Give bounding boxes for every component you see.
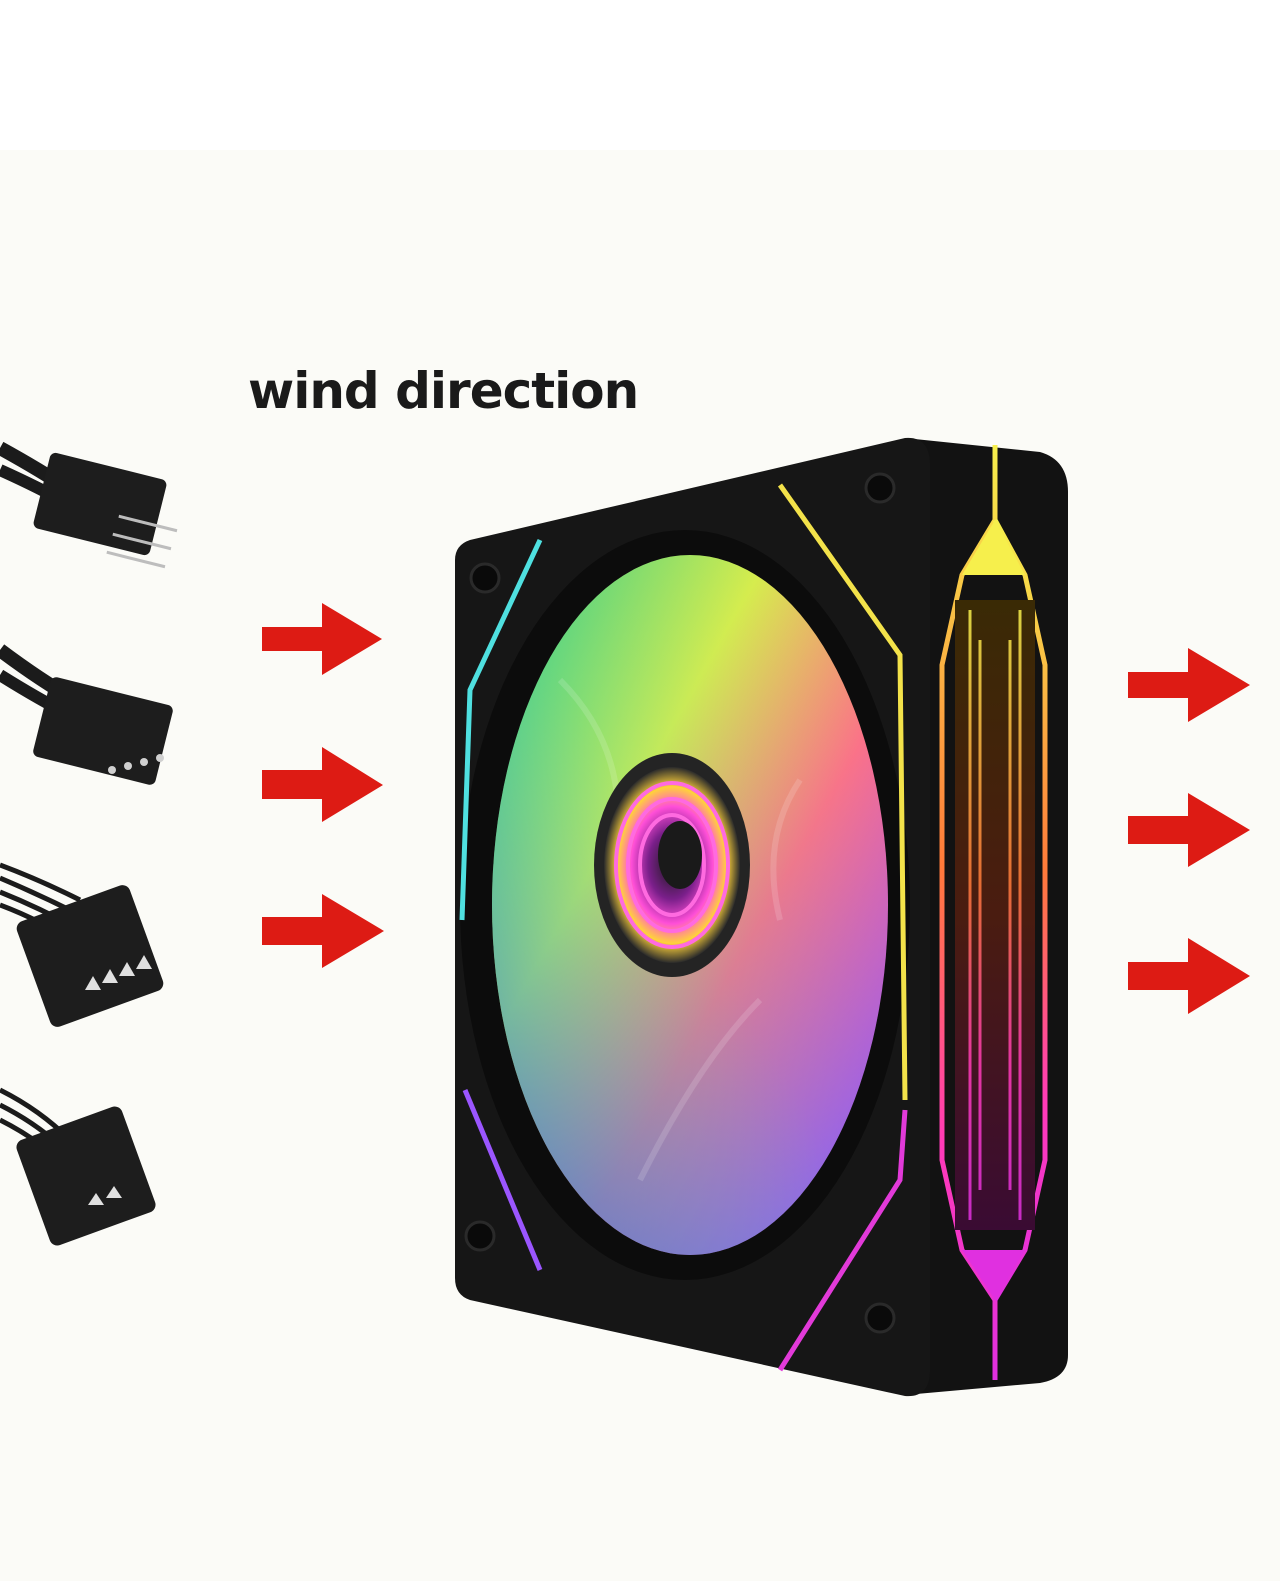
arrow-right-icon <box>1128 938 1250 1014</box>
connector-4 <box>0 1087 156 1246</box>
wind-direction-caption: wind direction <box>248 362 639 420</box>
connector-2 <box>0 644 173 785</box>
arrow-right-icon <box>262 747 383 822</box>
rgb-case-fan <box>455 437 1068 1397</box>
arrow-right-icon <box>262 894 384 968</box>
connector-1 <box>0 441 178 569</box>
arrow-right-icon <box>1128 793 1250 867</box>
arrow-right-icon <box>262 603 382 675</box>
connector-3 <box>0 862 164 1027</box>
arrow-right-icon <box>1128 648 1250 722</box>
